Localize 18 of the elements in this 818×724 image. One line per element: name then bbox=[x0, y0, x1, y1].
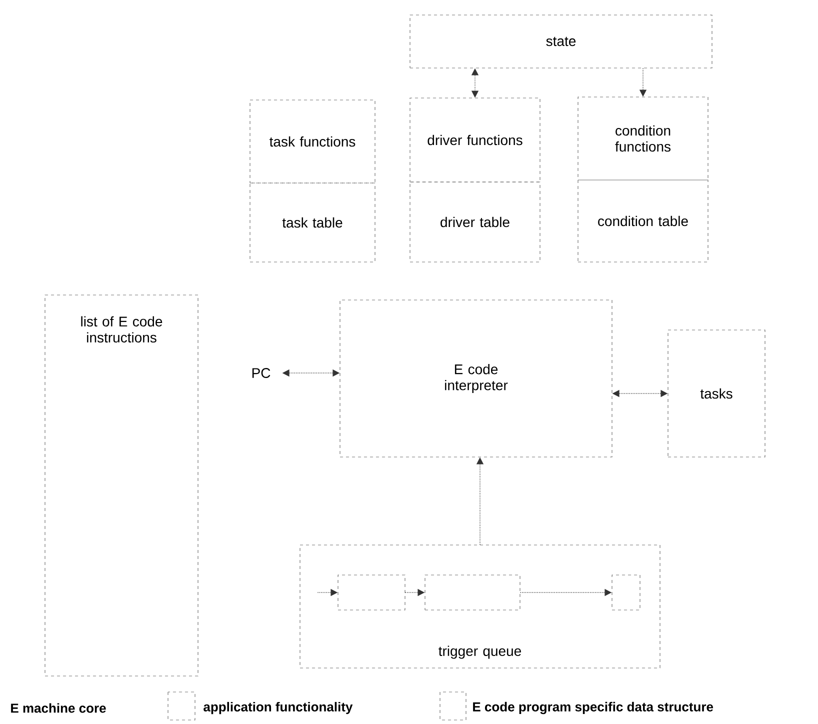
legend-text: E machine core bbox=[11, 703, 106, 713]
instruction-list-box: list of E code instructions bbox=[44, 294, 198, 676]
table-box: condition table bbox=[578, 180, 708, 262]
table-box: driver table bbox=[410, 182, 540, 262]
queue-slot bbox=[424, 574, 520, 610]
trigger-queue-box: trigger queue bbox=[300, 544, 660, 668]
table-box: task table bbox=[250, 182, 376, 262]
function-box: driver functions bbox=[410, 98, 540, 182]
legend-text: E code program specific data structure bbox=[473, 702, 714, 714]
pc-label: PC bbox=[252, 368, 270, 378]
state-box: state bbox=[410, 14, 712, 68]
legend-text: application functionality bbox=[204, 702, 353, 714]
tasks-box: tasks bbox=[668, 330, 766, 458]
queue-slot bbox=[338, 574, 406, 610]
queue-slot bbox=[612, 574, 640, 610]
interpreter-box: E code interpreter bbox=[340, 300, 612, 458]
function-box: task functions bbox=[250, 100, 376, 184]
function-box: condition functions bbox=[578, 96, 708, 180]
